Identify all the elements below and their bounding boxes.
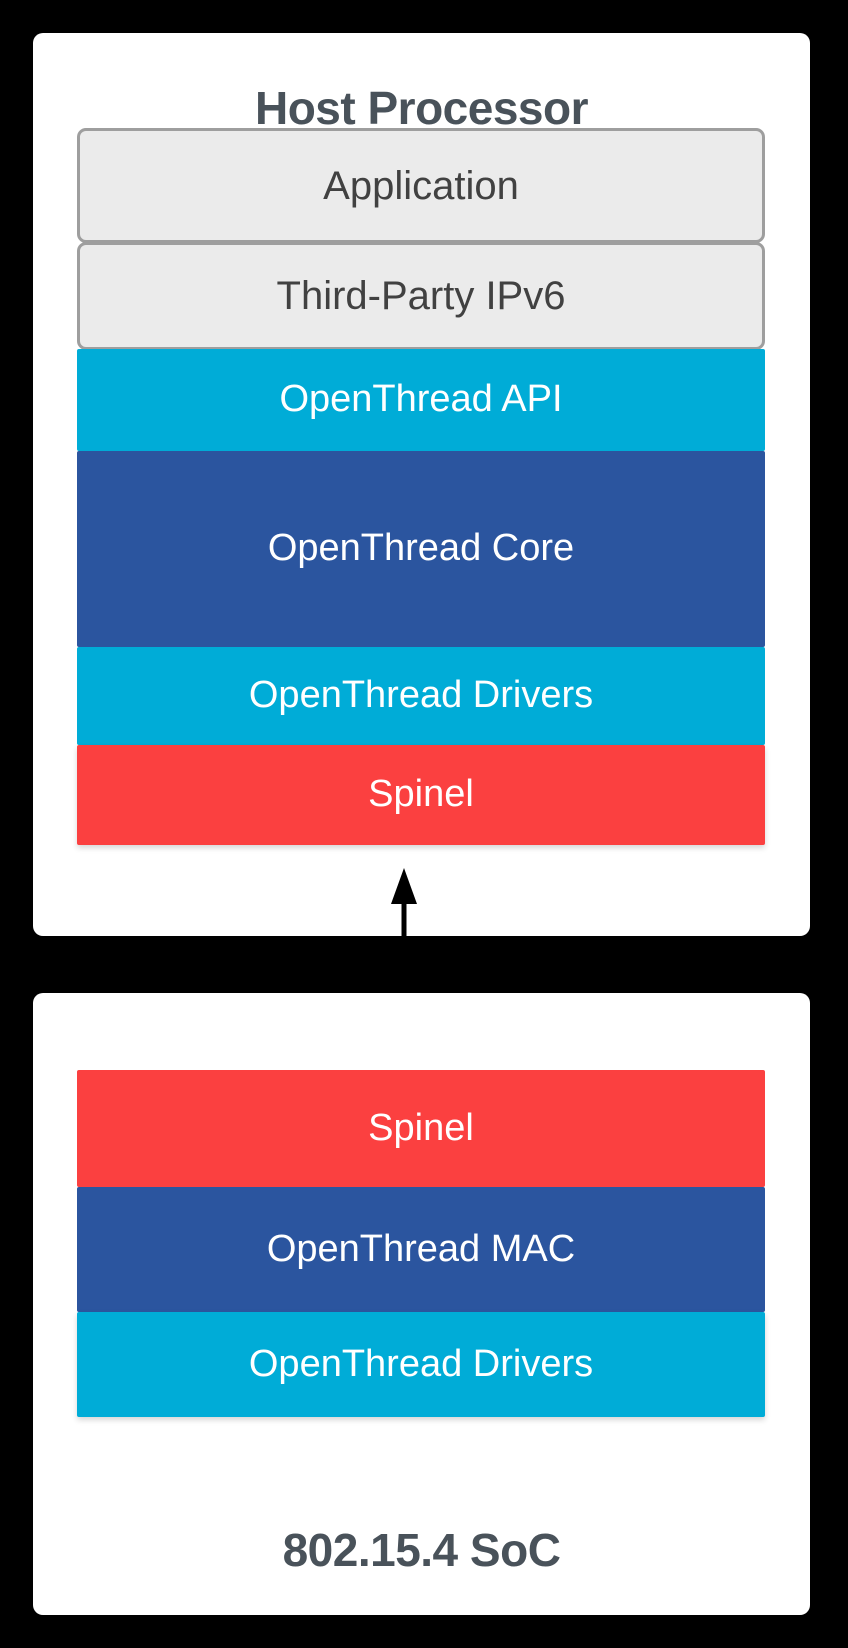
- layer-openthread-drivers-host: OpenThread Drivers: [77, 647, 765, 745]
- layer-openthread-drivers-soc: OpenThread Drivers: [77, 1312, 765, 1417]
- layer-spinel-soc-label: Spinel: [368, 1106, 474, 1149]
- host-processor-title: Host Processor: [254, 82, 589, 134]
- host-layer-stack: Application Third-Party IPv6 OpenThread …: [77, 128, 765, 845]
- layer-application-label: Application: [323, 163, 519, 208]
- layer-third-party-ipv6: Third-Party IPv6: [77, 242, 765, 350]
- layer-openthread-mac: OpenThread MAC: [77, 1187, 765, 1312]
- layer-openthread-drivers-host-label: OpenThread Drivers: [248, 674, 594, 717]
- soc-card: Spinel OpenThread MAC OpenThread Drivers…: [33, 993, 810, 1615]
- host-processor-card: Host Processor Application Third-Party I…: [33, 33, 810, 936]
- layer-third-party-ipv6-label: Third-Party IPv6: [276, 274, 566, 318]
- layer-spinel-soc: Spinel: [77, 1070, 765, 1187]
- layer-openthread-drivers-soc-label: OpenThread Drivers: [248, 1342, 594, 1385]
- soc-title: 802.15.4 SoC: [282, 1524, 561, 1576]
- layer-spinel-host-label: Spinel: [368, 773, 474, 816]
- layer-openthread-core-label: OpenThread Core: [267, 527, 575, 570]
- layer-openthread-api-label: OpenThread API: [279, 378, 563, 421]
- layer-openthread-api: OpenThread API: [77, 349, 765, 451]
- layer-openthread-mac-label: OpenThread MAC: [266, 1227, 576, 1270]
- layer-spinel-host: Spinel: [77, 745, 765, 845]
- soc-layer-stack: Spinel OpenThread MAC OpenThread Drivers: [77, 1070, 765, 1417]
- layer-application: Application: [77, 128, 765, 243]
- layer-openthread-core: OpenThread Core: [77, 451, 765, 647]
